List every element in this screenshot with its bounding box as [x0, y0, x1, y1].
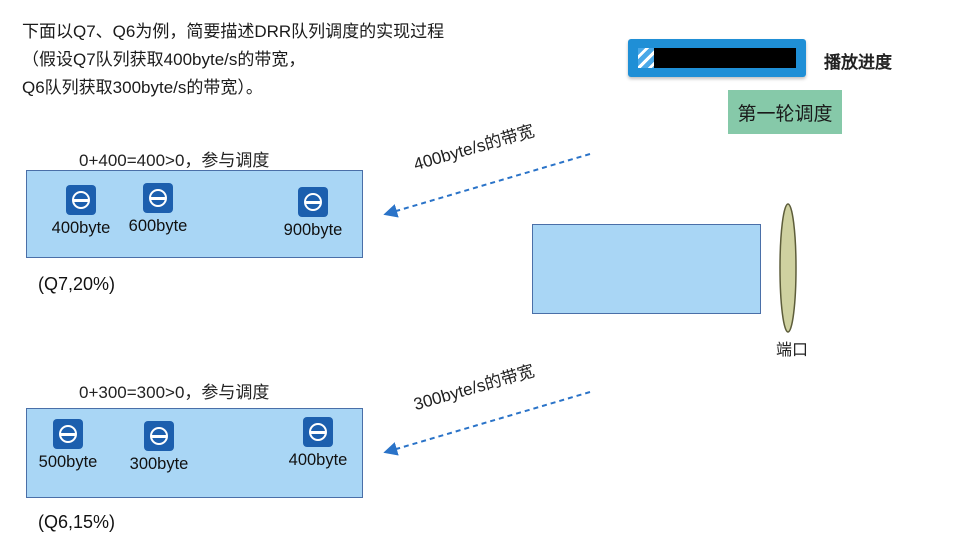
q6-name: (Q6,15%)	[38, 512, 116, 532]
packet-icon	[144, 421, 174, 451]
packet-size: 400byte	[51, 219, 111, 237]
packet-size: 600byte	[128, 217, 188, 235]
round-badge: 第一轮调度	[728, 90, 842, 134]
intro-line-3: Q6队列获取300byte/s的带宽）。	[22, 78, 263, 97]
q7-caption: 0+400=400>0，参与调度	[79, 151, 270, 170]
packet-icon	[53, 419, 83, 449]
scheduler-box	[532, 224, 761, 314]
playback-progress-bar[interactable]	[628, 39, 806, 77]
q7-packet-1: 400byte	[50, 185, 112, 238]
q7-name: (Q7,20%)	[38, 274, 116, 294]
q6-queue-box: 500byte 300byte 400byte	[26, 408, 363, 498]
q6-packet-2: 300byte	[128, 421, 190, 474]
packet-size: 300byte	[129, 455, 189, 473]
intro-line-1: 下面以Q7、Q6为例，简要描述DRR队列调度的实现过程	[22, 22, 445, 41]
q7-packet-2: 600byte	[127, 183, 189, 236]
progress-fill	[638, 48, 654, 68]
intro-text: 下面以Q7、Q6为例，简要描述DRR队列调度的实现过程 （假设Q7队列获取400…	[22, 18, 444, 102]
progress-track	[638, 48, 796, 68]
packet-size: 400byte	[288, 451, 348, 469]
q6-packet-1: 500byte	[37, 419, 99, 472]
q6-packet-3: 400byte	[287, 417, 349, 470]
packet-size: 500byte	[38, 453, 98, 471]
port-lens-icon	[779, 203, 797, 333]
intro-line-2: （假设Q7队列获取400byte/s的带宽，	[22, 50, 306, 69]
port-label: 端口	[776, 342, 809, 359]
packet-icon	[66, 185, 96, 215]
q7-queue-box: 400byte 600byte 900byte	[26, 170, 363, 258]
q6-caption: 0+300=300>0，参与调度	[79, 383, 270, 402]
q7-packet-3: 900byte	[282, 187, 344, 240]
progress-label: 播放进度	[824, 53, 892, 72]
packet-size: 900byte	[283, 221, 343, 239]
packet-icon	[143, 183, 173, 213]
packet-icon	[298, 187, 328, 217]
packet-icon	[303, 417, 333, 447]
